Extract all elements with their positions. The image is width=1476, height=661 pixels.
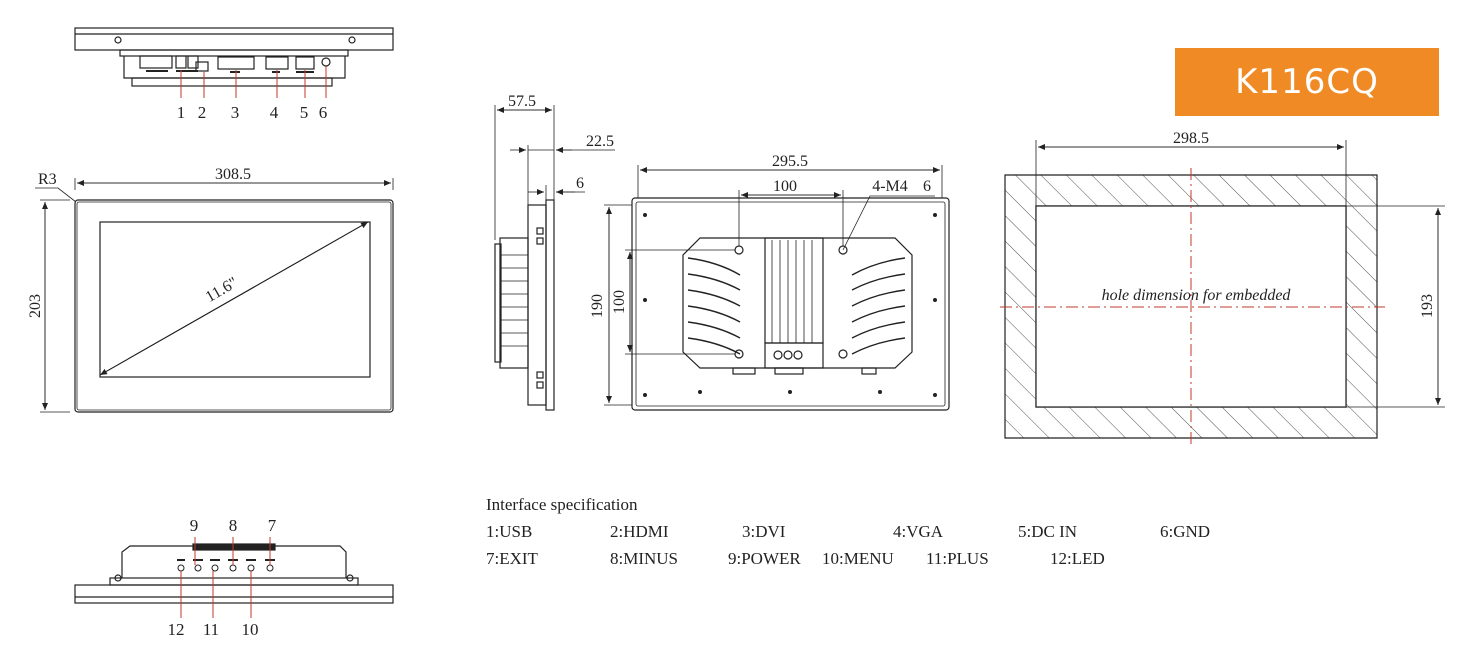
screw-spec-label: 4-M4 [872, 178, 908, 195]
callout-9: 9 [190, 516, 199, 535]
callout-1: 1 [177, 103, 186, 122]
side-view [494, 105, 615, 411]
spec-item: 11:PLUS [926, 549, 989, 568]
diagonal-size-label: 11.6" [203, 274, 241, 306]
top-view-callouts: 1 2 3 4 5 6 [177, 103, 328, 122]
button-plus-icon [211, 564, 219, 572]
port-dvi-icon [217, 56, 255, 70]
spec-item: 8:MINUS [610, 549, 679, 568]
bottom-view-callouts: 9 8 7 12 11 10 [168, 516, 277, 639]
button-power-icon [194, 564, 202, 572]
rear-hole-spacing-x-label: 100 [773, 178, 797, 195]
interface-spec-title: Interface specification [486, 495, 638, 514]
port-gnd-icon [321, 57, 331, 67]
cutout-description-label: hole dimension for embedded [1102, 287, 1292, 304]
top-view-bezel [74, 27, 394, 51]
spec-item: 12:LED [1050, 549, 1105, 568]
spec-item: 2:HDMI [610, 522, 669, 541]
front-width-label: 308.5 [215, 166, 251, 183]
rear-box [682, 237, 913, 369]
model-badge: K116CQ [1175, 48, 1439, 116]
spec-item: 5:DC IN [1018, 522, 1078, 541]
rear-panel [631, 197, 950, 411]
callout-12: 12 [168, 620, 185, 639]
spec-item: 10:MENU [822, 549, 894, 568]
spec-item: 9:POWER [728, 549, 801, 568]
rear-width-label: 295.5 [772, 153, 808, 170]
logo-icon [773, 350, 783, 360]
top-view-leaders [180, 66, 327, 98]
spec-item: 3:DVI [742, 522, 786, 541]
front-height-label: 203 [27, 294, 44, 318]
callout-5: 5 [300, 103, 309, 122]
port-serial-icon [139, 55, 173, 69]
side-depth-body-label: 22.5 [586, 133, 614, 150]
button-led-icon [177, 564, 185, 572]
top-view [74, 27, 394, 87]
top-view-rear-box [123, 56, 346, 79]
bottom-heatsink [192, 543, 276, 551]
front-screen [99, 221, 371, 378]
front-view [35, 178, 394, 413]
side-bezel [545, 199, 555, 411]
callout-2: 2 [198, 103, 207, 122]
bottom-view-bezel [74, 584, 394, 604]
rear-height-label: 190 [589, 294, 606, 318]
spec-item: 4:VGA [893, 522, 944, 541]
callout-11: 11 [203, 620, 219, 639]
callout-6: 6 [319, 103, 328, 122]
corner-radius-label: R3 [38, 171, 57, 188]
rear-view [604, 165, 950, 411]
bottom-view [74, 543, 394, 604]
vesa-hole-icon [734, 245, 744, 255]
button-menu-icon [247, 564, 255, 572]
spec-item: 7:EXIT [486, 549, 538, 568]
rear-heatsink-core [764, 237, 824, 344]
port-hdmi-icon [195, 61, 209, 72]
side-heatsink [499, 237, 529, 369]
side-depth-total-label: 57.5 [508, 93, 536, 110]
port-usb-icon [175, 55, 187, 69]
callout-10: 10 [242, 620, 259, 639]
vesa-hole-icon [838, 349, 848, 359]
spec-item: 6:GND [1160, 522, 1211, 541]
front-bezel [74, 199, 394, 413]
bottom-view-rear-box [121, 545, 347, 578]
callout-3: 3 [231, 103, 240, 122]
bottom-view-leaders [180, 537, 271, 618]
side-bezel-label: 6 [576, 175, 584, 192]
cutout-width-label: 298.5 [1173, 130, 1209, 147]
cutout-view [1000, 140, 1445, 448]
port-dcin-icon [295, 56, 315, 70]
cutout-height-label: 193 [1419, 294, 1436, 318]
button-exit-icon [266, 564, 274, 572]
screw-depth-label: 6 [923, 178, 931, 195]
rear-hole-spacing-y-label: 100 [611, 290, 628, 314]
port-vga-icon [265, 56, 289, 70]
callout-7: 7 [268, 516, 277, 535]
callout-4: 4 [270, 103, 279, 122]
spec-item: 1:USB [486, 522, 533, 541]
button-minus-icon [229, 564, 237, 572]
callout-8: 8 [229, 516, 238, 535]
